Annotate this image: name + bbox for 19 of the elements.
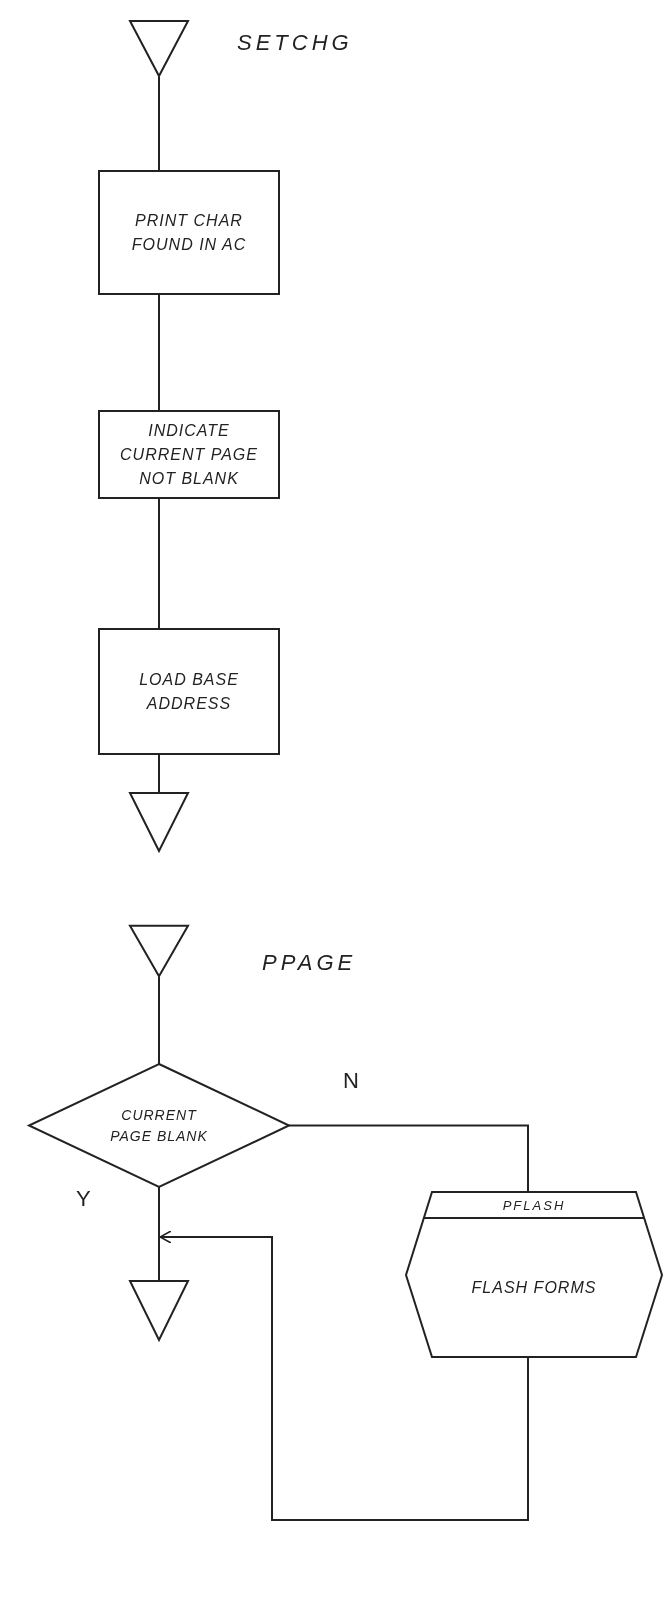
process-box (98, 170, 280, 295)
routine-name: SETCHG (237, 30, 353, 56)
connector-line (158, 76, 160, 171)
connector-line (158, 498, 160, 629)
arrow (159, 1230, 529, 1521)
connector-line (288, 1124, 529, 1193)
step-text: PRINT CHAR FOUND IN AC (130, 210, 248, 255)
connector-line (158, 754, 160, 793)
routine-name: PPAGE (262, 950, 357, 976)
step-text: FLASH FORMS (470, 1277, 598, 1298)
subroutine-name: PFLASH (501, 1196, 567, 1215)
step-text: LOAD BASE ADDRESS (138, 669, 240, 714)
process-box (98, 628, 280, 755)
connector-line (158, 294, 160, 411)
connector-line (158, 1186, 160, 1281)
connector-line (158, 976, 160, 1065)
step-text: INDICATE CURRENT PAGE NOT BLANK (119, 420, 259, 489)
decision-text: CURRENT PAGE BLANK (109, 1105, 209, 1146)
process-box (98, 410, 280, 499)
